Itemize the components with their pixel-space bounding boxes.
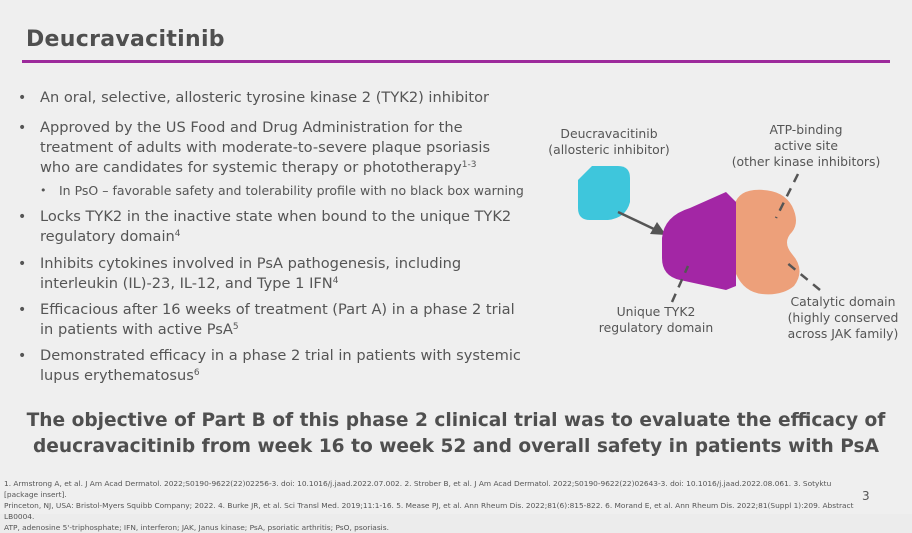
bullet-text: regulatory domain — [40, 228, 175, 245]
objective-statement: The objective of Part B of this phase 2 … — [26, 410, 886, 457]
citation-superscript: 1-3 — [461, 160, 477, 170]
deucravacitinib-molecule-shape — [578, 166, 630, 220]
abbreviations-line: ATP, adenosine 5'-triphosphate; IFN, int… — [4, 523, 389, 532]
regulatory-domain-pointer — [670, 265, 690, 303]
binding-arrow — [617, 210, 657, 232]
bullet-text: Demonstrated efficacy in a phase 2 trial… — [40, 347, 521, 364]
bullet-marker: • — [18, 256, 27, 272]
atp-site-pointer — [774, 173, 800, 219]
catalytic-domain-shape — [734, 189, 800, 295]
binding-arrow-head — [650, 222, 666, 235]
catalytic-domain-pointer — [785, 261, 821, 291]
bullet-text: in patients with active PsA — [40, 321, 233, 338]
bullet-text: In PsO – favorable safety and tolerabili… — [59, 183, 524, 198]
bullet-text: interleukin (IL)-23, IL-12, and Type 1 I… — [40, 275, 333, 292]
bullet-marker: • — [18, 302, 27, 318]
bullet-marker: • — [18, 348, 27, 364]
label-regulatory-domain: Unique TYK2 regulatory domain — [598, 304, 714, 335]
bullet-text: treatment of adults with moderate-to-sev… — [40, 139, 491, 156]
bullet-text: Approved by the US Food and Drug Adminis… — [40, 119, 463, 136]
reference-line: Princeton, NJ, USA: Bristol-Myers Squibb… — [4, 501, 854, 521]
bullet-text: Efficacious after 16 weeks of treatment … — [40, 301, 515, 318]
bullet-text: Locks TYK2 in the inactive state when bo… — [40, 208, 512, 225]
slide: Deucravacitinib • An oral, selective, al… — [4, 27, 912, 532]
bullet-text: Inhibits cytokines involved in PsA patho… — [40, 255, 462, 272]
tyk2-mechanism-diagram: Deucravacitinib (allosteric inhibitor) A… — [530, 118, 912, 348]
references: 1. Armstrong A, et al. J Am Acad Dermato… — [4, 478, 860, 533]
bullet-text: who are candidates for systemic therapy … — [40, 159, 462, 176]
citation-superscript: 6 — [193, 368, 200, 378]
slide-title: Deucravacitinib — [26, 27, 225, 52]
bullet-marker: • — [40, 184, 47, 197]
regulatory-domain-shape — [662, 192, 736, 290]
citation-superscript: 5 — [232, 322, 239, 332]
diagram-shapes — [578, 166, 821, 303]
bullet-marker: • — [18, 120, 27, 136]
bullet-marker: • — [18, 209, 27, 225]
label-allosteric-inhibitor: Deucravacitinib (allosteric inhibitor) — [548, 126, 670, 157]
label-catalytic-domain: Catalytic domain (highly conserved acros… — [787, 294, 899, 341]
title-divider — [22, 60, 890, 63]
bullet-marker: • — [18, 90, 27, 106]
bullet-text: An oral, selective, allosteric tyrosine … — [40, 89, 490, 106]
bullet-text: lupus erythematosus — [40, 367, 194, 384]
reference-line: 1. Armstrong A, et al. J Am Acad Dermato… — [4, 479, 832, 499]
citation-superscript: 4 — [332, 276, 339, 286]
page-number: 3 — [862, 489, 870, 503]
citation-superscript: 4 — [174, 229, 181, 239]
label-atp-binding-site: ATP-binding active site (other kinase in… — [731, 122, 881, 169]
